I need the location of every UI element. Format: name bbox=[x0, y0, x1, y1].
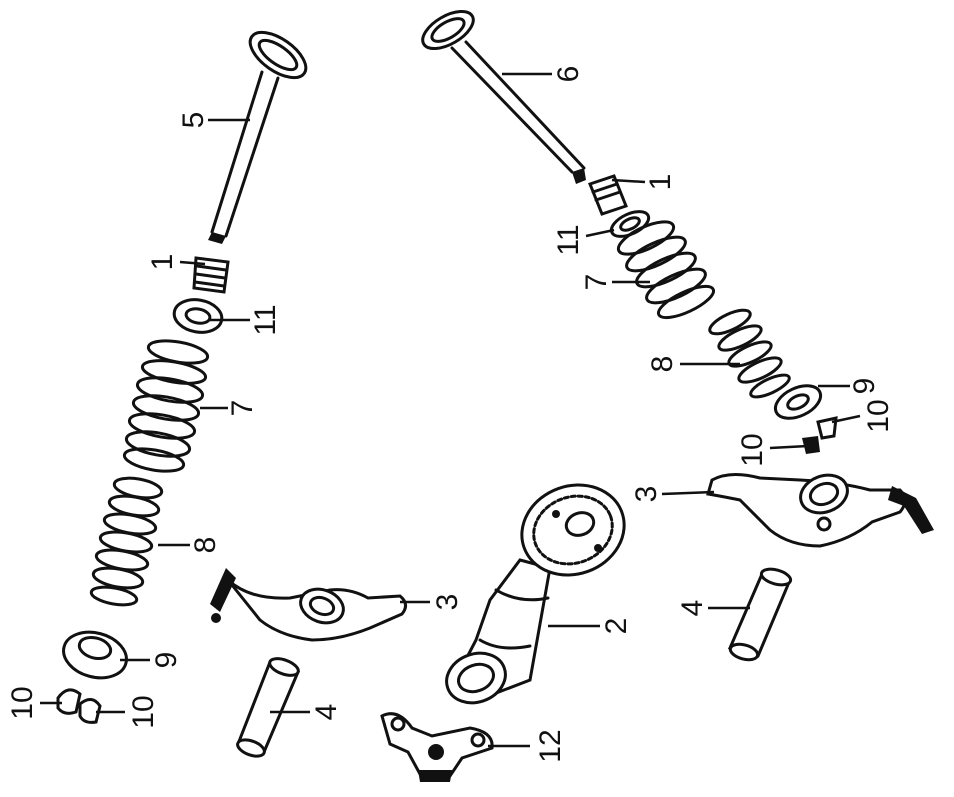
callout-11-right: 11 bbox=[552, 224, 585, 255]
callout-7-left: 7 bbox=[226, 400, 259, 417]
callout-labels: 5 1 11 7 8 9 10 10 3 4 2 12 6 1 11 7 8 9… bbox=[6, 66, 895, 763]
valve-6 bbox=[421, 9, 586, 184]
callout-11-left: 11 bbox=[249, 304, 282, 335]
rocker-arm-3-left bbox=[210, 568, 407, 642]
callout-9-left: 9 bbox=[150, 652, 183, 669]
callout-10-left-a: 10 bbox=[6, 686, 39, 719]
spring-outer-7-right bbox=[616, 220, 716, 320]
spring-outer-7-left bbox=[122, 339, 210, 473]
retainer-9-left bbox=[62, 630, 128, 680]
bracket-12 bbox=[380, 712, 494, 782]
callout-8-left: 8 bbox=[189, 537, 222, 554]
stem-seal-1-left bbox=[192, 256, 230, 294]
rocker-arm-3-right bbox=[706, 473, 934, 548]
cotter-10-right-a bbox=[816, 416, 838, 440]
callout-4-right: 4 bbox=[676, 600, 709, 617]
callout-1-left: 1 bbox=[146, 254, 179, 271]
callout-6: 6 bbox=[552, 66, 585, 83]
washer-11-left bbox=[172, 298, 224, 334]
cotter-10-left-a bbox=[56, 688, 82, 715]
callout-4-left: 4 bbox=[310, 704, 343, 721]
callout-12: 12 bbox=[534, 729, 567, 762]
rocker-shaft-4-left bbox=[236, 657, 301, 758]
spring-inner-8-left bbox=[89, 476, 164, 607]
retainer-9-right bbox=[773, 384, 823, 420]
leader-lines bbox=[40, 72, 861, 748]
rocker-shaft-4-right bbox=[727, 567, 793, 662]
callout-9-right: 9 bbox=[848, 378, 881, 395]
cotter-10-right-b bbox=[802, 436, 820, 454]
callout-1-right: 1 bbox=[644, 174, 677, 191]
callout-10-right-b: 10 bbox=[736, 433, 769, 466]
callout-3-right: 3 bbox=[630, 486, 663, 503]
stem-seal-1-right bbox=[588, 174, 628, 216]
callout-7-right: 7 bbox=[580, 274, 613, 291]
callout-10-right-a: 10 bbox=[862, 399, 895, 432]
callout-5: 5 bbox=[177, 112, 210, 129]
camshaft-2 bbox=[445, 483, 626, 705]
callout-2: 2 bbox=[600, 618, 633, 635]
valve-5 bbox=[208, 30, 308, 244]
callout-10-left-b: 10 bbox=[127, 695, 160, 728]
callout-3-left: 3 bbox=[431, 594, 464, 611]
cotter-10-left-b bbox=[78, 698, 102, 724]
spring-inner-8-right bbox=[708, 308, 791, 399]
callout-8-right: 8 bbox=[646, 356, 679, 373]
